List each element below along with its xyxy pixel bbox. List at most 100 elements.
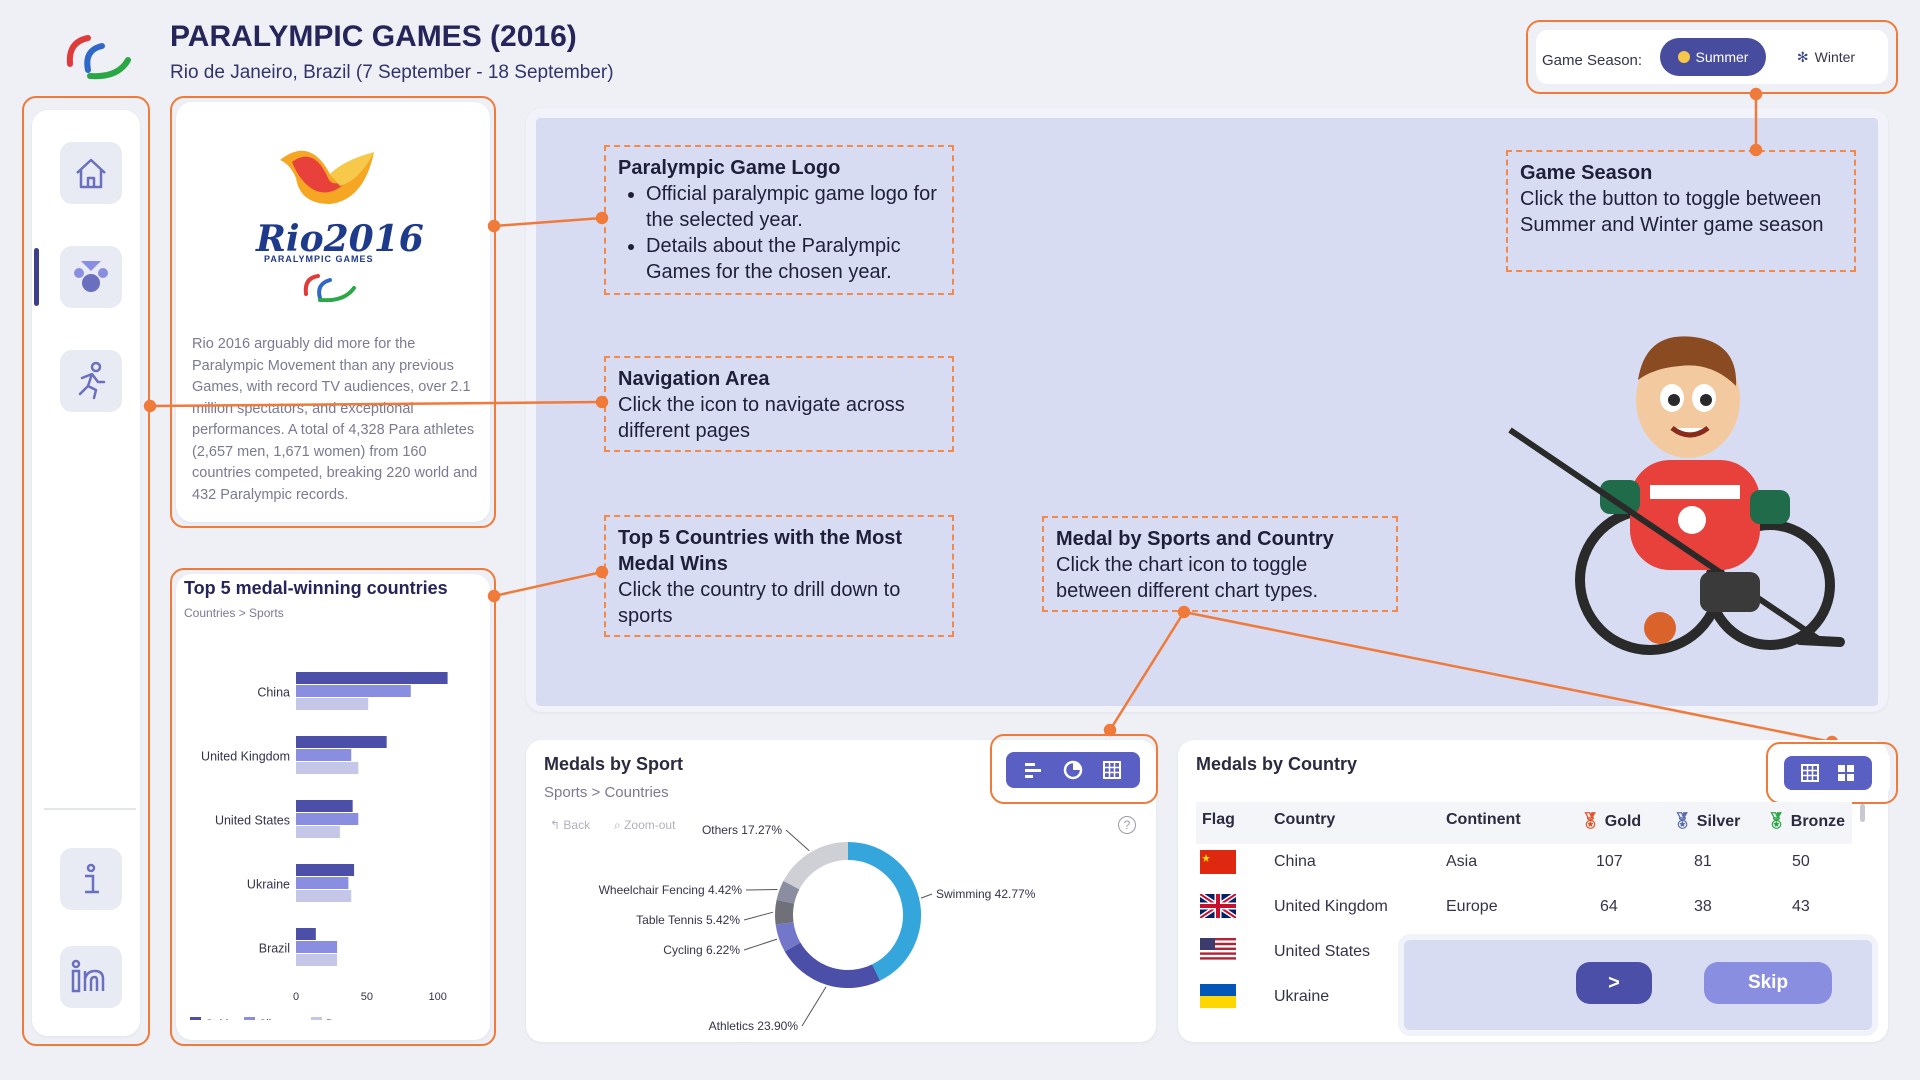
donut-label: Table Tennis 5.42% — [636, 913, 740, 927]
page-subtitle: Rio de Janeiro, Brazil (7 September - 18… — [170, 62, 614, 83]
help-icon: ? — [1123, 818, 1131, 832]
table-cell-bronze: 50 — [1792, 853, 1810, 870]
winter-button[interactable]: ✻ Winter — [1776, 38, 1876, 76]
bar-gold[interactable] — [296, 800, 353, 812]
callout-season-title: Game Season — [1520, 162, 1653, 184]
table-icon[interactable] — [1799, 762, 1821, 784]
donut-slice[interactable] — [784, 942, 881, 988]
gold-medal-icon: 🏅︎ — [1580, 813, 1601, 830]
donut-leader-line — [743, 938, 778, 951]
bar-silver[interactable] — [296, 877, 349, 889]
bar-category-label[interactable]: Brazil — [259, 942, 290, 956]
tour-skip-button[interactable]: Skip — [1704, 962, 1832, 1004]
table-cell-gold: 64 — [1600, 898, 1618, 915]
bar-gold[interactable] — [296, 864, 355, 876]
silver-medal-icon: 🏅︎ — [1672, 813, 1693, 830]
col-header-bronze[interactable]: 🏅︎ Bronze — [1766, 811, 1845, 831]
rio-logo-text: Rio2016 — [256, 218, 424, 260]
chart-back-button[interactable]: ↰ Back — [550, 818, 590, 832]
tour-next-button[interactable]: > — [1576, 962, 1652, 1004]
medals-by-sport-breadcrumb: Sports > Countries — [544, 784, 669, 801]
bar-gold[interactable] — [296, 672, 448, 684]
bar-silver[interactable] — [296, 685, 411, 697]
paralympic-logo-icon — [60, 24, 140, 84]
grid-icon[interactable] — [1835, 762, 1857, 784]
callout-navigation-title: Navigation Area — [618, 368, 770, 390]
nav-divider — [44, 808, 136, 810]
callout-top5: Top 5 Countries with the Most Medal Wins… — [604, 515, 954, 637]
donut-label: Wheelchair Fencing 4.42% — [599, 883, 743, 897]
bar-bronze[interactable] — [296, 762, 359, 774]
legend-swatch — [190, 1017, 201, 1020]
donut-slice[interactable] — [776, 880, 800, 904]
bar-silver[interactable] — [296, 813, 359, 825]
top5-title: Top 5 medal-winning countries — [184, 578, 448, 598]
bar-category-label[interactable]: Ukraine — [247, 878, 290, 892]
rio-logo-subtext: PARALYMPIC GAMES — [264, 254, 374, 264]
season-label: Game Season: — [1542, 52, 1643, 69]
callout-logo-bullet: Official paralympic game logo for the se… — [646, 181, 940, 233]
bronze-medal-icon: 🏅︎ — [1766, 813, 1787, 830]
silver-header-label: Silver — [1696, 813, 1741, 830]
x-tick-label: 0 — [293, 991, 299, 1003]
table-cell-country[interactable]: China — [1274, 853, 1316, 870]
info-nav-button[interactable] — [60, 848, 122, 910]
bar-bronze[interactable] — [296, 698, 369, 710]
bar-bronze[interactable] — [296, 954, 338, 966]
donut-slice[interactable] — [783, 842, 849, 890]
flag-ukraine-icon — [1200, 984, 1236, 1008]
table-cell-country[interactable]: United States — [1274, 943, 1371, 960]
chart-type-toggle — [1006, 752, 1140, 788]
legend-label: Bronze — [326, 1018, 361, 1020]
medals-by-country-title: Medals by Country — [1196, 754, 1358, 774]
table-cell-country[interactable]: United Kingdom — [1274, 898, 1388, 915]
magnifier-icon: ⌕ — [614, 818, 621, 832]
col-header-continent[interactable]: Continent — [1446, 811, 1521, 828]
bar-gold[interactable] — [296, 736, 387, 748]
nav-active-indicator — [34, 248, 39, 306]
athletes-nav-button[interactable] — [60, 350, 122, 412]
home-icon — [76, 158, 106, 189]
donut-slice[interactable] — [847, 842, 921, 981]
bar-category-label[interactable]: United Kingdom — [201, 750, 290, 764]
pie-chart-icon[interactable] — [1062, 759, 1084, 781]
callout-logo-bullet: Details about the Paralympic Games for t… — [646, 233, 940, 285]
table-cell-silver: 81 — [1694, 853, 1712, 870]
col-header-country[interactable]: Country — [1274, 811, 1336, 828]
col-header-flag[interactable]: Flag — [1202, 811, 1235, 828]
back-arrow-icon: ↰ — [550, 818, 561, 832]
bar-bronze[interactable] — [296, 826, 340, 838]
table-icon[interactable] — [1101, 759, 1123, 781]
donut-slice[interactable] — [775, 899, 795, 925]
callout-msc-text: Click the chart icon to toggle between d… — [1056, 554, 1319, 602]
bar-silver[interactable] — [296, 749, 352, 761]
summer-button[interactable]: Summer — [1660, 38, 1766, 76]
legend-label: Silver — [259, 1018, 287, 1020]
donut-label: Athletics 23.90% — [709, 1019, 799, 1033]
home-nav-button[interactable] — [60, 142, 122, 204]
bar-silver[interactable] — [296, 941, 338, 953]
donut-slice[interactable] — [775, 921, 801, 952]
bar-chart-icon[interactable] — [1023, 760, 1045, 780]
bar-category-label[interactable]: China — [257, 686, 290, 700]
table-cell-country[interactable]: Ukraine — [1274, 988, 1330, 1005]
donut-label: Cycling 6.22% — [663, 943, 740, 957]
bar-bronze[interactable] — [296, 890, 352, 902]
medals-by-sport-donut[interactable]: Swimming 42.77%Athletics 23.90%Cycling 6… — [526, 820, 1156, 1040]
help-button[interactable]: ? — [1118, 816, 1136, 834]
gold-header-label: Gold — [1604, 813, 1642, 830]
bar-gold[interactable] — [296, 928, 316, 940]
col-header-silver[interactable]: 🏅︎ Silver — [1672, 811, 1740, 831]
col-header-gold[interactable]: 🏅︎ Gold — [1580, 811, 1641, 831]
scrollbar[interactable] — [1860, 804, 1865, 822]
linkedin-nav-button[interactable] — [60, 946, 122, 1008]
chart-zoom-out-button[interactable]: ⌕ Zoom-out — [614, 818, 675, 833]
rio-agitos-icon — [298, 268, 362, 303]
legend-swatch — [244, 1017, 255, 1020]
table-cell-bronze: 43 — [1792, 898, 1810, 915]
medals-nav-button[interactable] — [60, 246, 122, 308]
bar-category-label[interactable]: United States — [215, 814, 290, 828]
medals-by-sport-title: Medals by Sport — [544, 754, 684, 774]
winter-label: Winter — [1814, 49, 1856, 65]
